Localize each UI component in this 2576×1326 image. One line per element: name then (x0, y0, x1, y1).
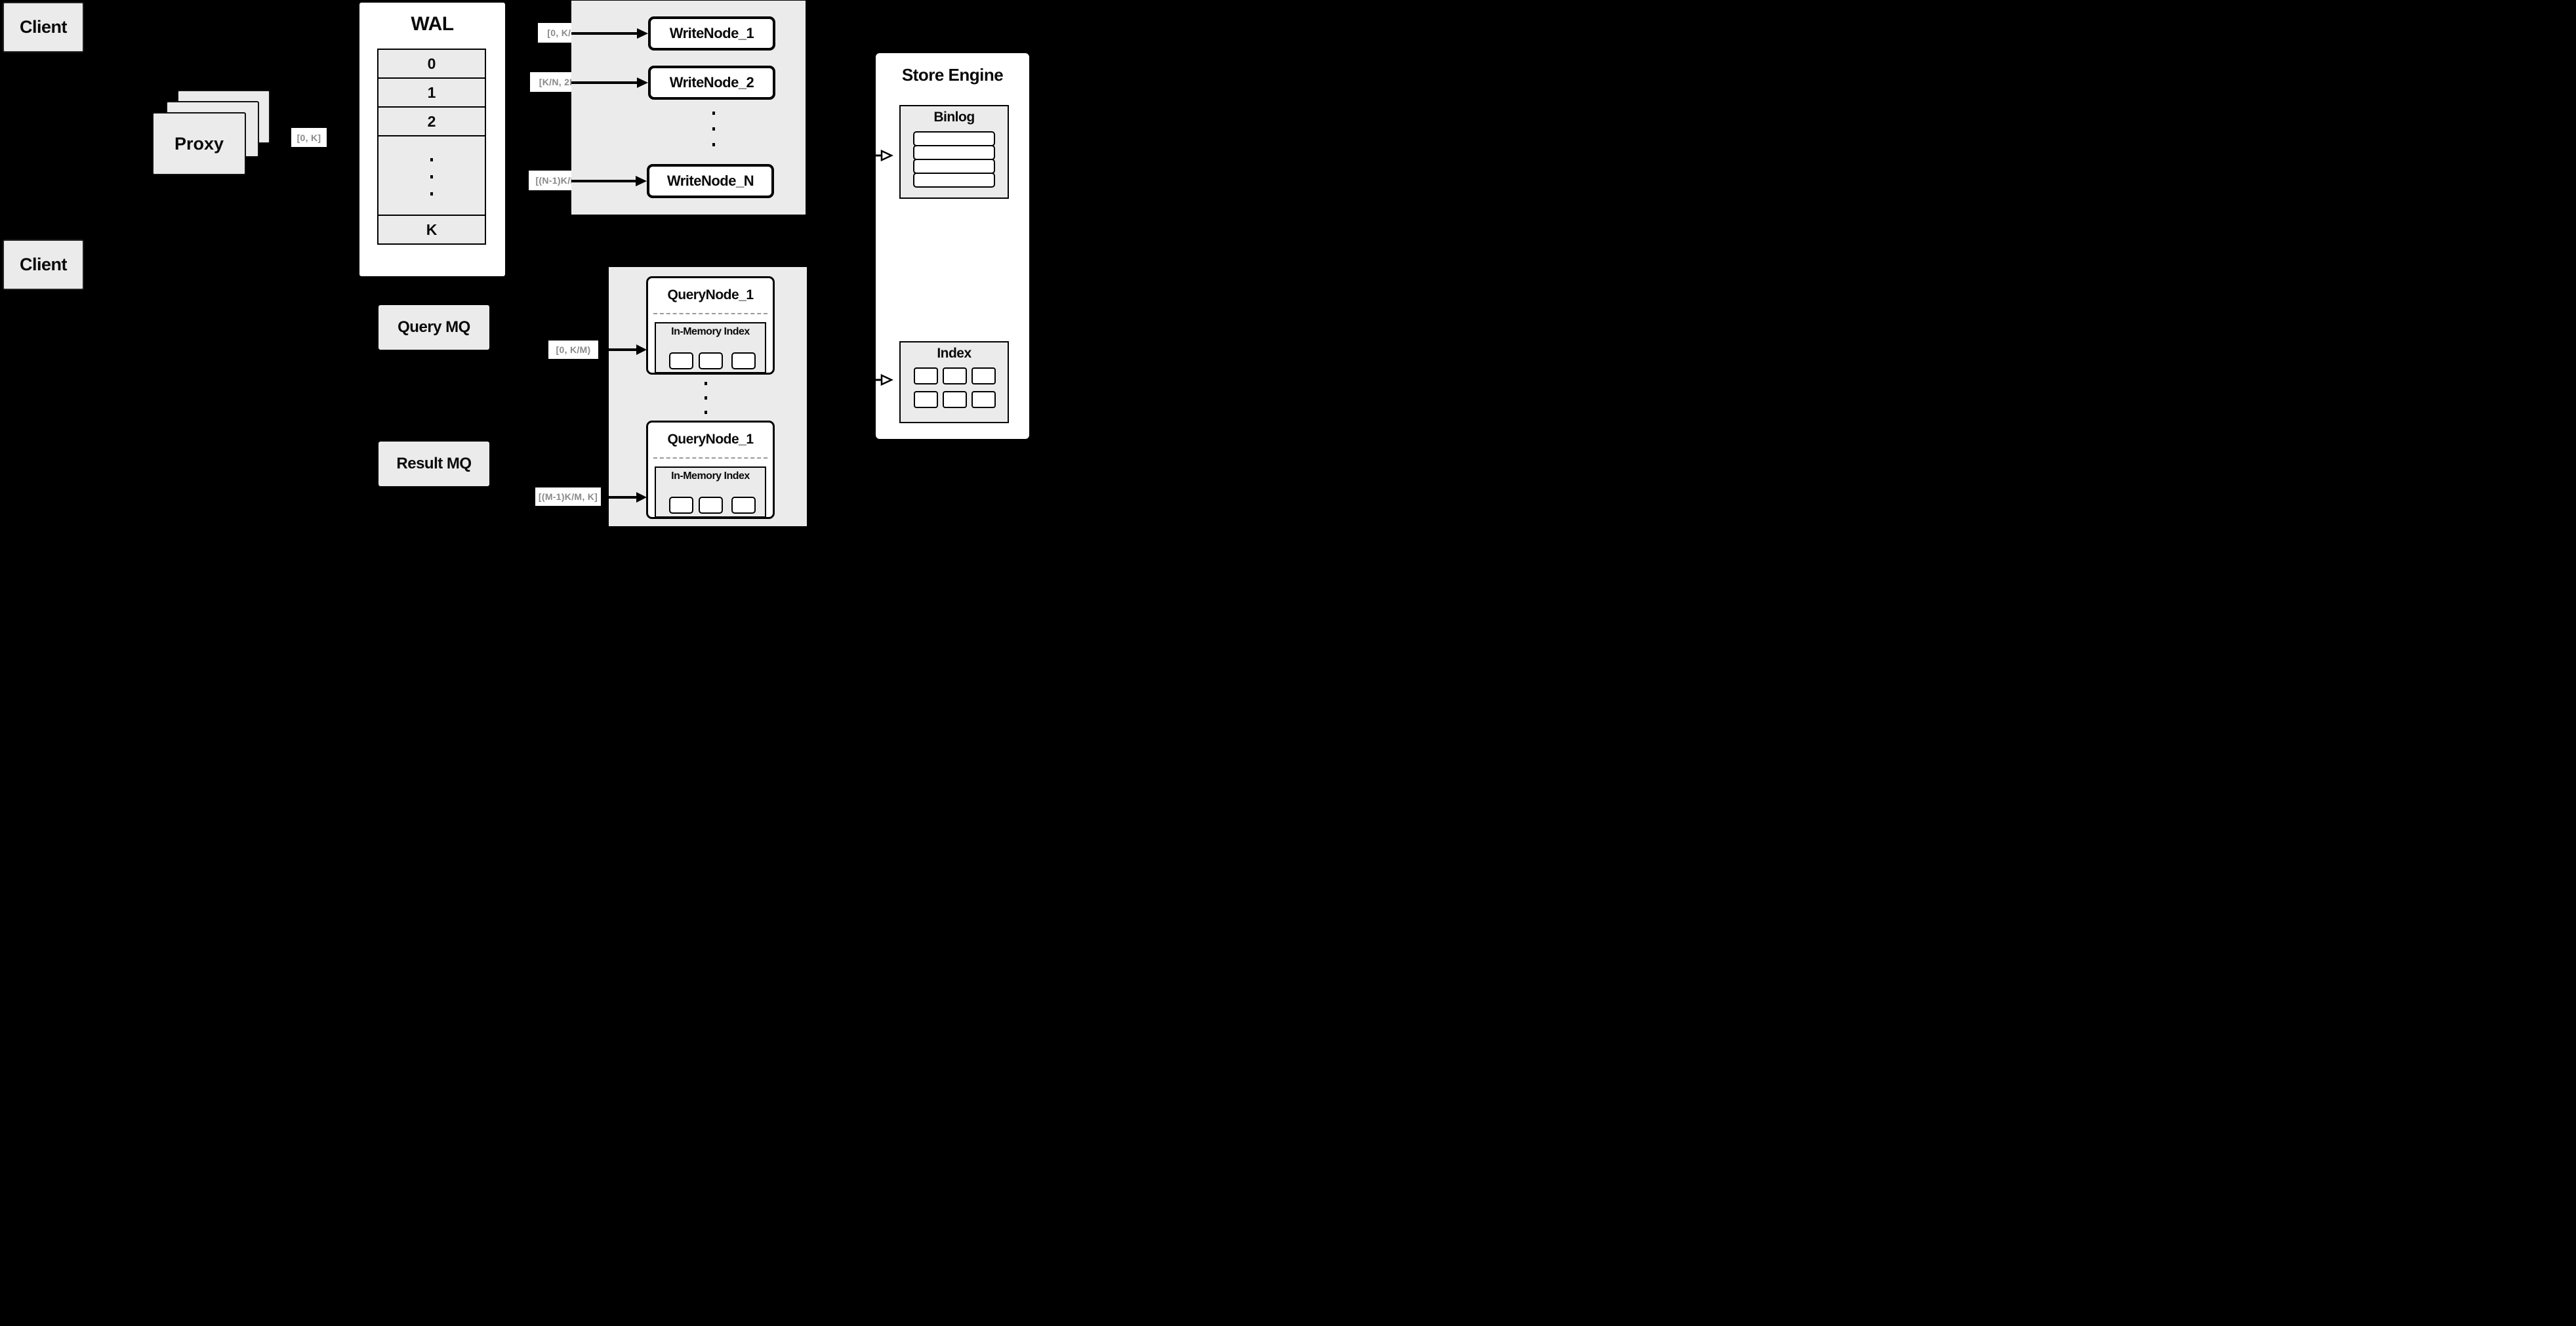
proxy-card-front: Proxy (152, 112, 246, 175)
index-cell (943, 367, 967, 384)
wal-box: WAL 0 1 2 K (358, 1, 506, 278)
client-bottom-label: Client (19, 255, 68, 274)
writenode-2-box: WriteNode_2 (648, 66, 775, 100)
inmemory-index-box-bottom: In-Memory Index (655, 466, 766, 518)
index-title: Index (937, 346, 971, 361)
writenode-1-label: WriteNode_1 (669, 25, 754, 41)
arrow-to-writenode-n (571, 176, 647, 186)
arrow-to-writenode-2 (571, 77, 648, 88)
store-engine-box: Store Engine Binlog Index (874, 52, 1031, 440)
query-mq-label: Query MQ (398, 318, 470, 336)
architecture-diagram: Client Client Proxy [0, K] WAL 0 1 2 K [… (0, 0, 1031, 530)
arrow-to-querynode-bottom (609, 492, 647, 503)
index-box: Index (899, 341, 1009, 423)
client-box-bottom: Client (3, 239, 84, 290)
client-box-top: Client (3, 2, 84, 52)
wal-row-1: 1 (377, 77, 486, 108)
client-top-label: Client (19, 17, 68, 37)
vertical-ellipsis-dot (705, 411, 707, 414)
binlog-title: Binlog (933, 110, 975, 125)
inmemory-cell (731, 352, 756, 369)
vertical-ellipsis-dot (712, 143, 715, 146)
index-cell (914, 391, 938, 408)
inmemory-index-box-top: In-Memory Index (655, 322, 766, 373)
wal-row-ellipsis (377, 135, 486, 216)
writenode-n-label: WriteNode_N (666, 173, 754, 189)
inmemory-cell (699, 352, 723, 369)
inmemory-cell (699, 497, 723, 514)
binlog-row (913, 173, 995, 188)
wal-title: WAL (411, 13, 454, 35)
index-cell (971, 367, 996, 384)
inmemory-cell (731, 497, 756, 514)
writenode-2-label: WriteNode_2 (669, 74, 754, 91)
binlog-box: Binlog (899, 105, 1009, 199)
writenode-n-box: WriteNode_N (647, 164, 774, 198)
inmemory-cell (669, 497, 693, 514)
binlog-rows (913, 131, 995, 188)
arrow-to-writenode-1 (571, 28, 648, 39)
inmemory-index-label: In-Memory Index (671, 470, 750, 482)
vertical-ellipsis-dot (712, 112, 715, 115)
querynode-bottom-box: QueryNode_1 In-Memory Index (646, 421, 775, 519)
vertical-ellipsis-dot (705, 396, 707, 400)
proxy-label: Proxy (174, 133, 224, 154)
wal-row-0: 0 (377, 49, 486, 79)
arrow-to-binlog (872, 150, 893, 161)
inmemory-index-label: In-Memory Index (671, 326, 750, 337)
binlog-row (913, 145, 995, 160)
arrow-to-querynode-top (609, 344, 647, 355)
binlog-row (913, 159, 995, 174)
vertical-ellipsis-dot (705, 382, 707, 385)
wal-row-k: K (377, 215, 486, 245)
index-cell (971, 391, 996, 408)
vertical-ellipsis-dot (430, 157, 433, 161)
arrow-to-index (872, 374, 893, 386)
writenode-1-box: WriteNode_1 (648, 16, 775, 51)
vertical-ellipsis-dot (430, 175, 433, 178)
dashed-divider (653, 313, 767, 314)
wal-row-2: 2 (377, 106, 486, 136)
querynode-top-title: QueryNode_1 (667, 287, 754, 302)
range-label-query-m: [(M-1)K/M, K] (535, 487, 601, 506)
range-label-query-1: [0, K/M) (548, 341, 598, 359)
index-cell (914, 367, 938, 384)
index-cell (943, 391, 967, 408)
range-label-proxy-out: [0, K] (291, 128, 327, 147)
vertical-ellipsis-dot (430, 192, 433, 196)
querynode-bottom-title: QueryNode_1 (667, 432, 754, 447)
dashed-divider (653, 457, 767, 459)
wal-table: 0 1 2 K (377, 49, 486, 245)
query-mq-box: Query MQ (378, 305, 489, 350)
result-mq-box: Result MQ (378, 442, 489, 486)
store-engine-title: Store Engine (901, 65, 1004, 85)
binlog-row (913, 131, 995, 146)
vertical-ellipsis-dot (712, 127, 715, 131)
result-mq-label: Result MQ (396, 455, 472, 472)
inmemory-cell (669, 352, 693, 369)
querynode-top-box: QueryNode_1 In-Memory Index (646, 276, 775, 375)
